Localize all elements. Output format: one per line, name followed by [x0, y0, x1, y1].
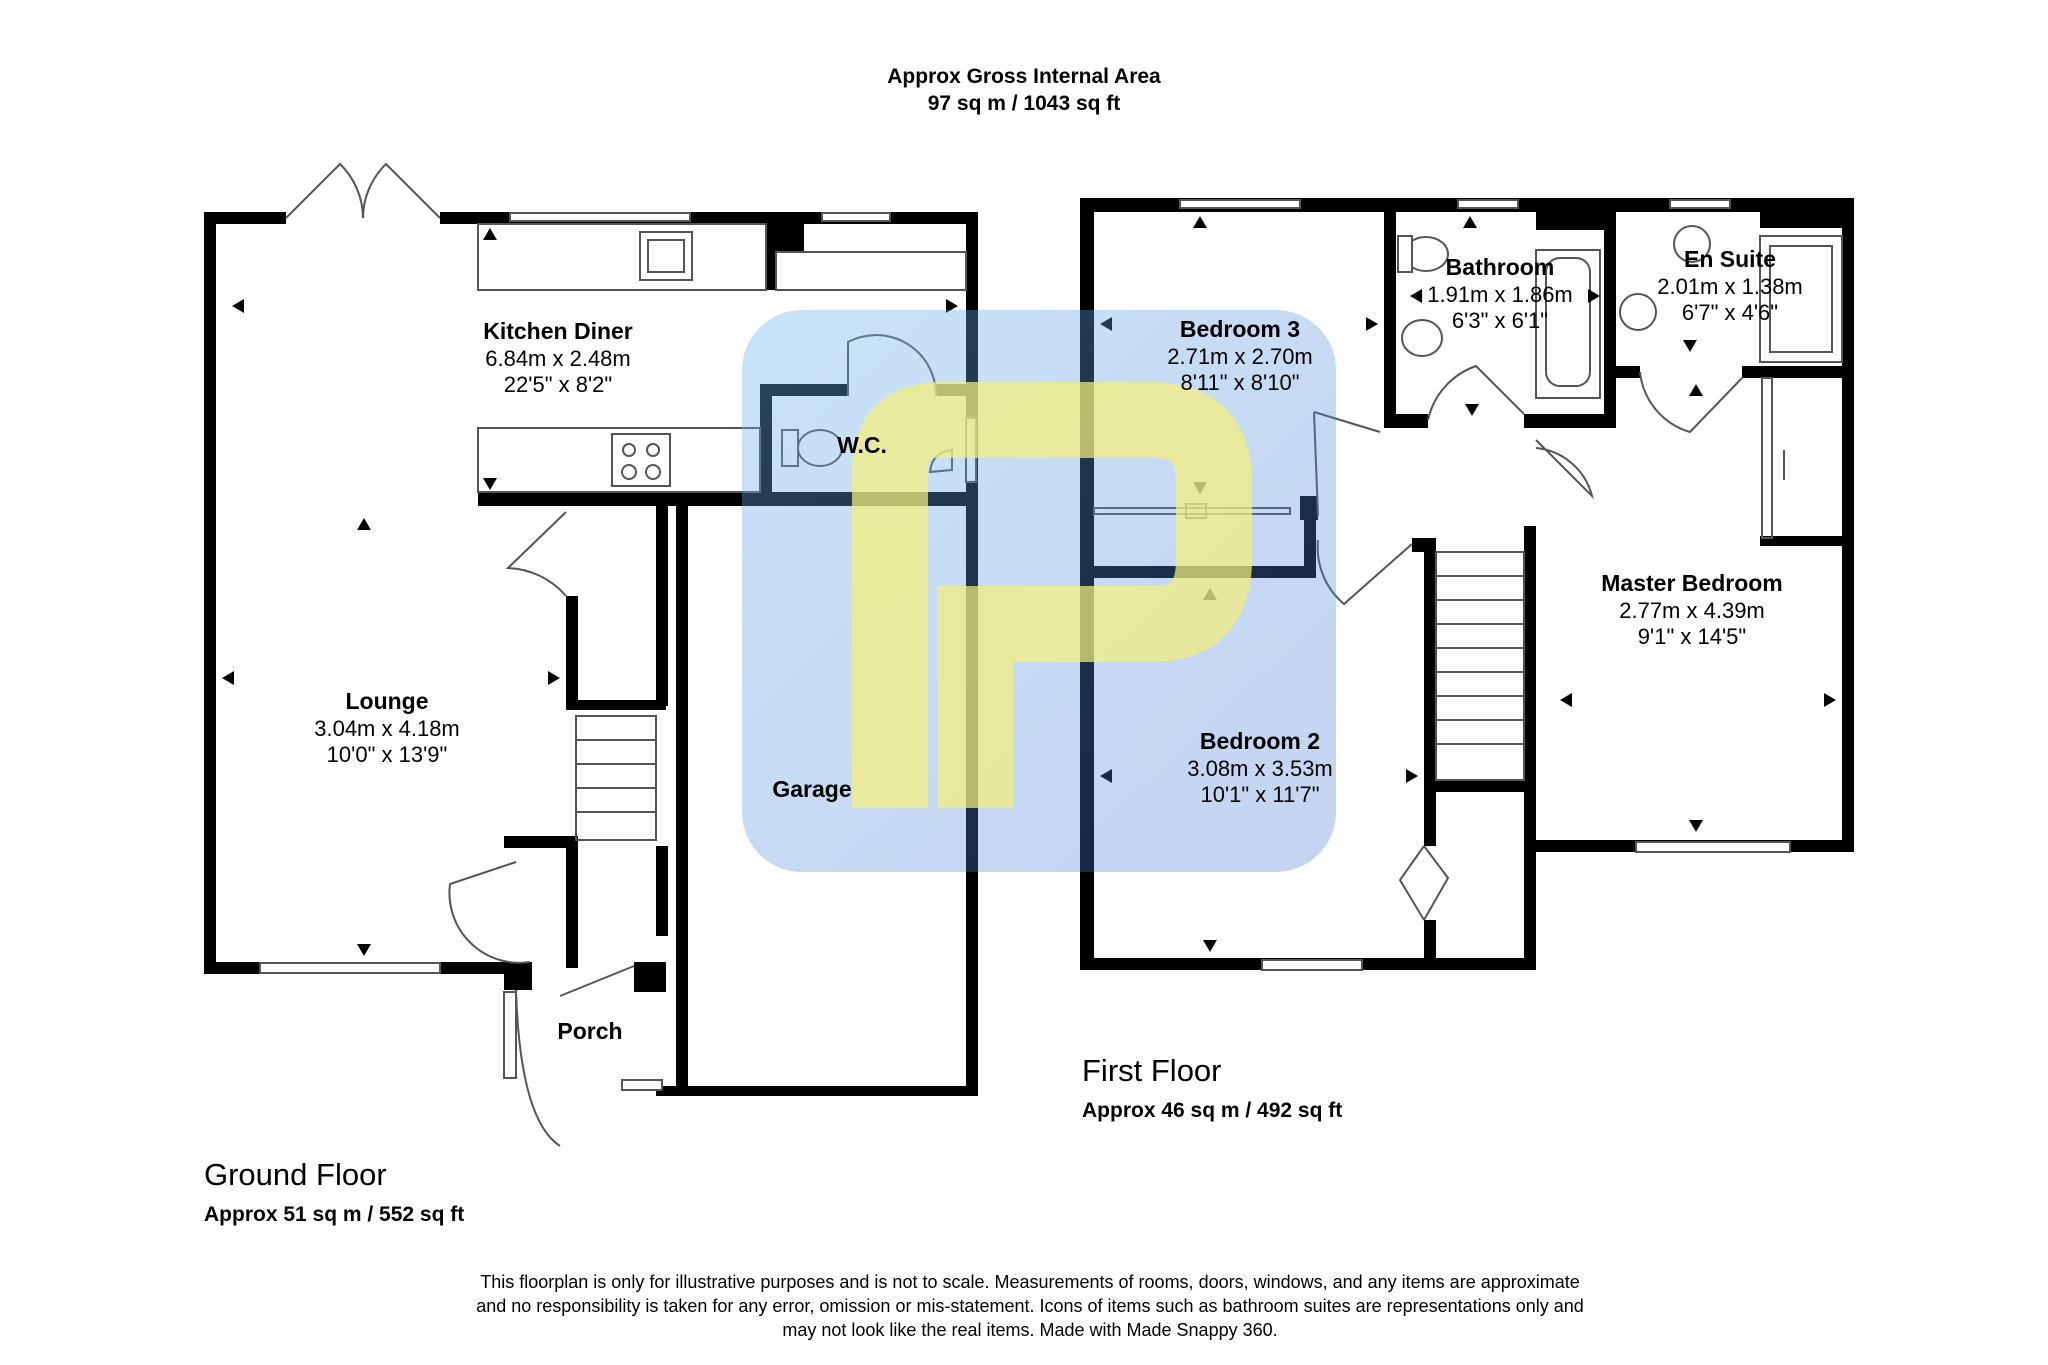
first-floor-area: Approx 46 sq m / 492 sq ft [1082, 1099, 1343, 1122]
ground-floor-title: Ground Floor [204, 1157, 387, 1192]
first-floor-title: First Floor [1082, 1053, 1222, 1088]
ground-floor-area: Approx 51 sq m / 552 sq ft [204, 1203, 465, 1226]
disclaimer-line-1: This floorplan is only for illustrative … [480, 1272, 1580, 1292]
room-label-porch: Porch [557, 1018, 623, 1044]
room-label-lounge: Lounge 3.04m x 4.18m 10'0" x 13'9" [314, 688, 460, 767]
room-label-en-suite: En Suite 2.01m x 1.38m 6'7" x 4'6" [1657, 246, 1803, 325]
room-label-wc: W.C. [837, 432, 887, 458]
gross-area-title: Approx Gross Internal Area [887, 65, 1161, 88]
room-label-kitchen-diner: Kitchen Diner 6.84m x 2.48m 22'5" x 8'2" [483, 318, 633, 397]
room-label-bathroom: Bathroom 1.91m x 1.86m 6'3" x 6'1" [1427, 254, 1573, 333]
first-floor-fittings [1093, 199, 1843, 971]
gross-area-value: 97 sq m / 1043 sq ft [927, 92, 1121, 115]
disclaimer-line-3: may not look like the real items. Made w… [782, 1320, 1278, 1340]
room-label-bedroom-2: Bedroom 2 3.08m x 3.53m 10'1" x 11'7" [1187, 728, 1333, 807]
disclaimer-line-2: and no responsibility is taken for any e… [476, 1296, 1584, 1316]
room-label-master-bedroom: Master Bedroom 2.77m x 4.39m 9'1" x 14'5… [1601, 570, 1783, 649]
room-label-bedroom-3: Bedroom 3 2.71m x 2.70m 8'11" x 8'10" [1167, 316, 1313, 395]
watermark-logo [742, 310, 1336, 872]
room-label-garage: Garage [772, 776, 852, 802]
